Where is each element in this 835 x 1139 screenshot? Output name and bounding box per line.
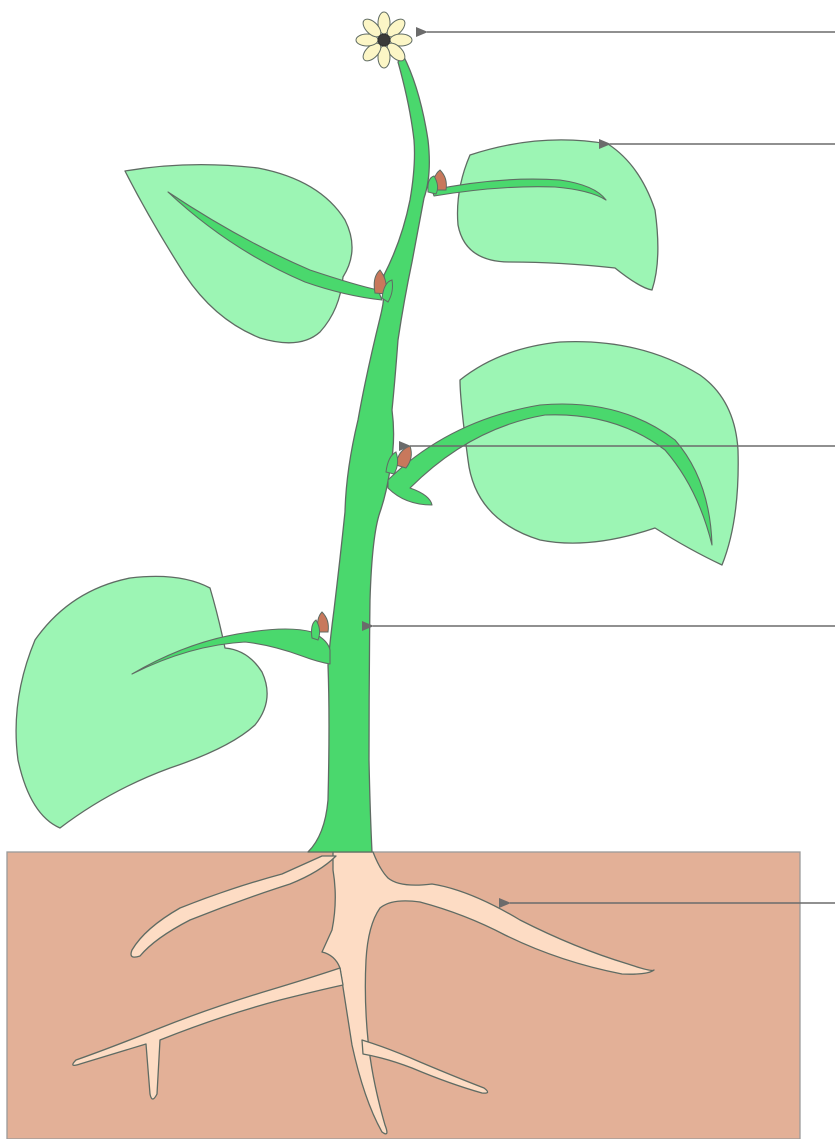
flower bbox=[356, 12, 412, 68]
leaf-top-left bbox=[125, 165, 382, 343]
bud-lower bbox=[312, 612, 329, 640]
leaf-lower-left bbox=[16, 576, 330, 828]
leaf-top-right bbox=[432, 140, 658, 290]
flower-center bbox=[378, 34, 390, 46]
leaf-middle-right bbox=[388, 342, 738, 565]
bud-upper bbox=[428, 170, 447, 194]
